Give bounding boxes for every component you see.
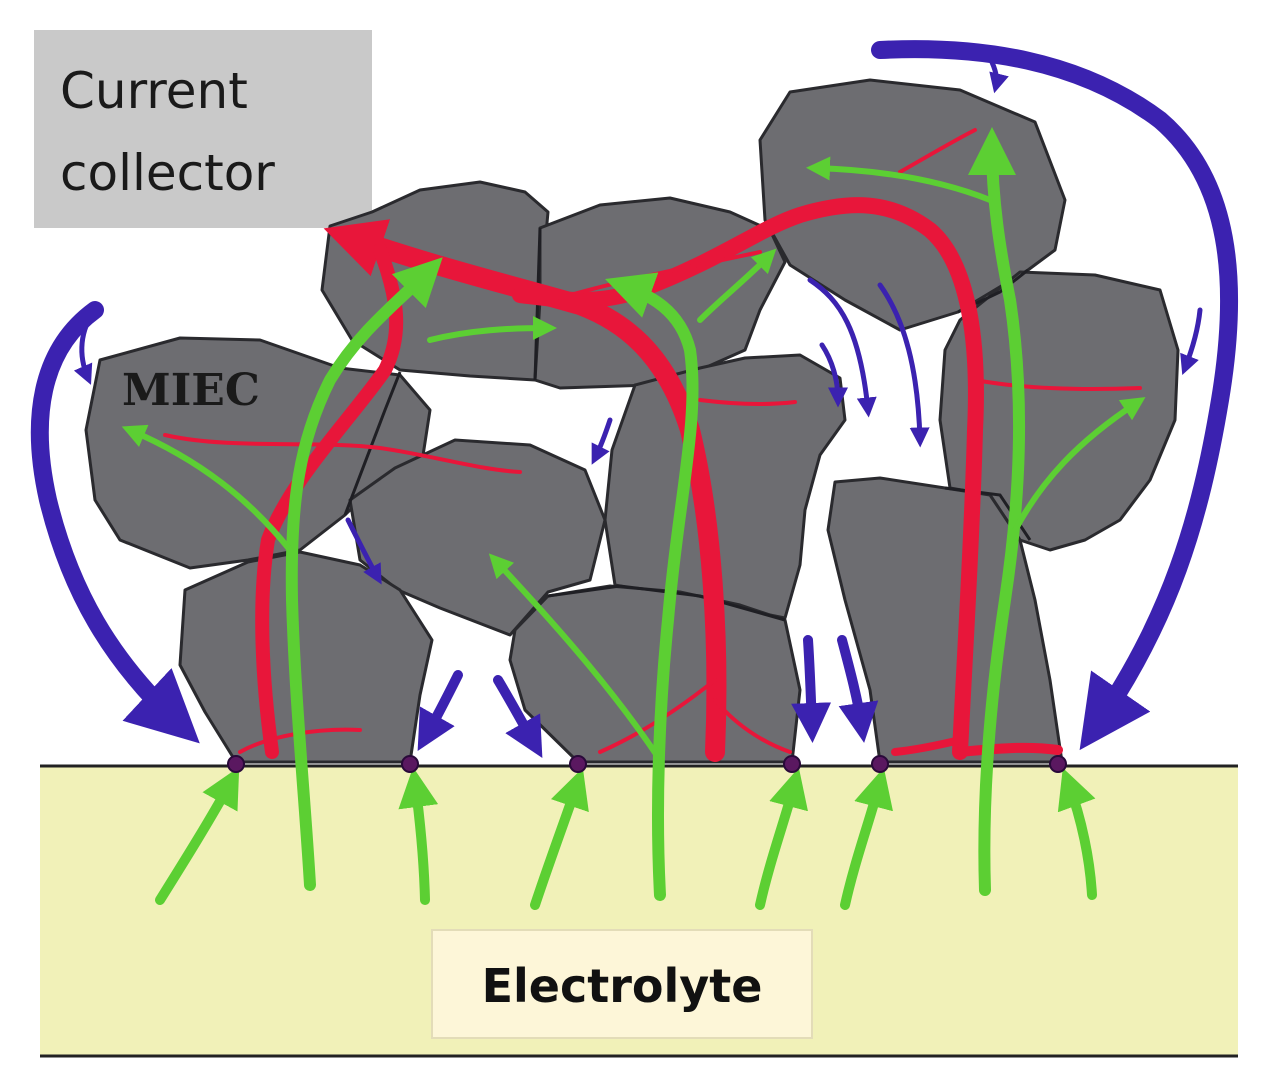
tpb-point — [401, 755, 419, 773]
particle-right-middle — [938, 270, 1180, 552]
electron-path-thin — [713, 698, 792, 754]
gas-flow-arrow — [807, 277, 877, 418]
electrolyte-label: Electrolyte — [482, 959, 763, 1013]
triple-phase-boundaries — [227, 755, 1067, 773]
gas-flow-arrow-left-outer — [30, 301, 200, 744]
tpb-point — [569, 755, 587, 773]
ion-arrow — [1057, 767, 1097, 900]
ion-path — [806, 156, 993, 203]
electron-path-thin — [598, 678, 717, 754]
current-collector-label-line1: Current — [60, 62, 248, 120]
electrolyte-label-background — [431, 929, 813, 1039]
ion-arrow — [840, 767, 893, 910]
ion-path — [427, 316, 557, 343]
gas-flow-arrow — [837, 635, 879, 743]
ion-path — [968, 127, 1026, 896]
grain-boundary — [547, 584, 786, 622]
gas-flow-arrow — [417, 670, 463, 752]
particle-bottom-left — [178, 550, 434, 764]
miec-label: MIEC — [122, 365, 260, 416]
ion-path — [605, 272, 699, 901]
electron-path-main — [323, 219, 727, 762]
gas-flow-arrow-top — [987, 55, 1009, 94]
electron-path-thin — [973, 378, 1142, 392]
electron-path-right-foot — [955, 742, 1063, 757]
electron-path-right-foot-left — [891, 736, 964, 756]
gas-flow-arrow — [493, 675, 543, 759]
electron-path-thin — [163, 433, 522, 474]
ion-arrow — [755, 767, 808, 910]
gas-flow-arrow — [877, 282, 930, 448]
gas-flow-arrow — [819, 342, 848, 408]
tpb-point — [1049, 755, 1067, 773]
electron-path-thin — [558, 250, 762, 300]
gas-flow-arrow-left-inner — [73, 307, 98, 385]
gas-flow-arrows — [30, 40, 1239, 759]
tpb-point — [227, 755, 245, 773]
particle-center — [603, 353, 847, 620]
ion-path — [1007, 397, 1146, 543]
current-collector: Current collector — [34, 30, 372, 228]
ion-paths — [121, 127, 1146, 910]
current-collector-box — [34, 30, 372, 228]
ion-arrow — [530, 767, 589, 910]
electrolyte-label-box: Electrolyte — [431, 929, 813, 1039]
gas-flow-arrow — [345, 517, 382, 585]
gas-flow-arrow — [591, 417, 613, 465]
gas-flow-arrow-right-outer — [871, 40, 1239, 751]
ion-path — [285, 257, 443, 891]
ion-arrow — [155, 766, 240, 905]
electron-paths — [163, 128, 1142, 762]
tpb-point — [871, 755, 889, 773]
ion-arrow — [398, 767, 439, 905]
current-collector-label-line2: collector — [60, 144, 275, 202]
electron-path-left — [255, 243, 404, 759]
tpb-point — [783, 755, 801, 773]
ion-path — [121, 424, 293, 553]
electron-path-thin — [698, 398, 797, 407]
ion-path — [488, 553, 663, 763]
ion-path — [697, 248, 777, 323]
gas-flow-arrow-right-side — [1180, 307, 1203, 375]
grain-boundary — [343, 371, 402, 516]
gas-flow-arrow — [791, 635, 832, 743]
